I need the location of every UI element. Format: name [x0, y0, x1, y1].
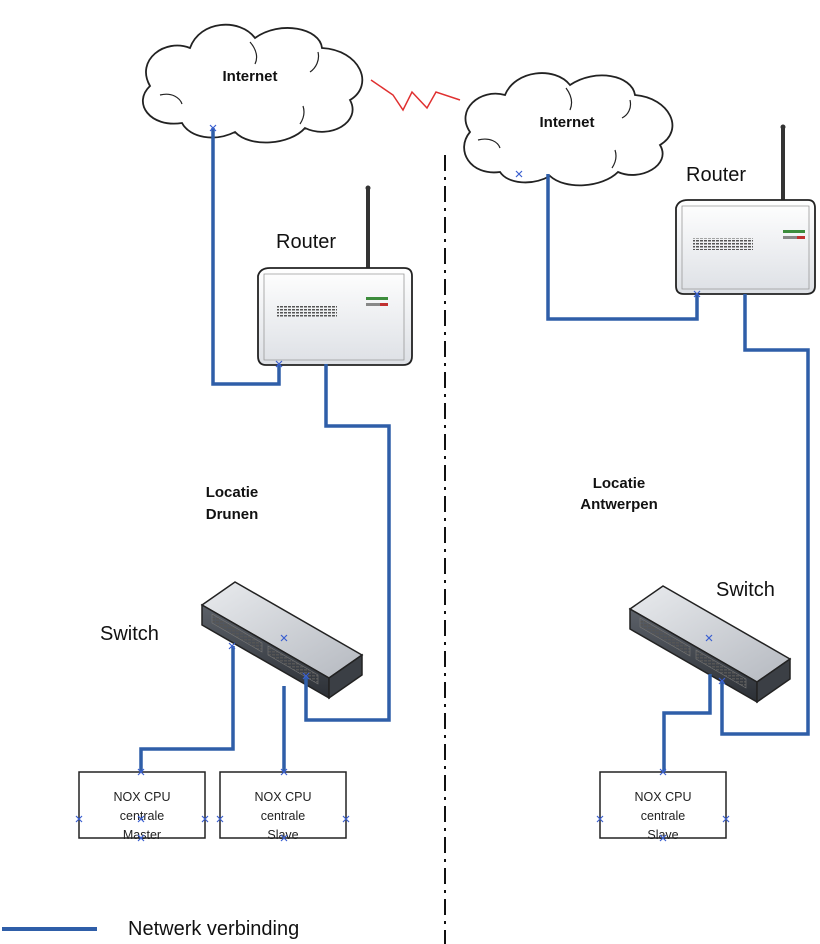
drunen-node-slave: NOX CPU centrale Slave [219, 771, 347, 842]
wan-link [370, 79, 461, 112]
antwerpen-router-icon [675, 124, 816, 295]
node-line3: Master [123, 828, 161, 842]
connector-marker [137, 815, 145, 823]
cable-cloud-router [546, 174, 699, 321]
antwerpen-node-slave: NOX CPU centrale Slave [599, 771, 727, 842]
drunen-site: Internet Router Locatie Drunen Switch [78, 23, 413, 842]
antwerpen-cloud-label: Internet [539, 114, 594, 131]
connector-marker [659, 834, 667, 842]
node-line1: NOX CPU [255, 790, 312, 804]
node-line2: centrale [120, 809, 165, 823]
node-line1: NOX CPU [114, 790, 171, 804]
drunen-network-cables [139, 128, 391, 772]
connector-marker [137, 834, 145, 842]
node-line1: NOX CPU [635, 790, 692, 804]
connector-marker [275, 360, 283, 368]
connector-marker [515, 170, 523, 178]
connector-marker [280, 634, 288, 642]
antwerpen-switch-icon [628, 585, 792, 704]
connector-marker [228, 642, 236, 650]
connector-marker [137, 768, 145, 776]
legend-label: Netwerk verbinding [128, 918, 299, 940]
connector-marker [718, 677, 726, 685]
cable-switch-master [139, 646, 235, 772]
antwerpen-location-line2: Antwerpen [580, 496, 658, 513]
drunen-node-master: NOX CPU centrale Master [78, 771, 206, 842]
connector-marker [302, 672, 310, 680]
drunen-location-line1: Locatie [206, 484, 259, 501]
connector-marker [342, 815, 350, 823]
node-line2: centrale [641, 809, 686, 823]
connector-marker [280, 768, 288, 776]
antwerpen-site: Internet Router Locatie Antwerpen Switch [463, 72, 816, 842]
connector-markers [75, 124, 730, 842]
antwerpen-location-line1: Locatie [593, 475, 646, 492]
connector-marker [216, 815, 224, 823]
connector-marker [659, 768, 667, 776]
cable-switch-slave [662, 674, 712, 772]
antwerpen-network-cables [546, 174, 810, 772]
drunen-location-line2: Drunen [206, 506, 259, 523]
drunen-router-label: Router [276, 231, 336, 253]
node-line2: centrale [261, 809, 306, 823]
cable-router-switch [720, 294, 810, 736]
legend: Netwerk verbinding [2, 918, 299, 940]
connector-marker [705, 634, 713, 642]
connector-marker [596, 815, 604, 823]
node-line3: Slave [267, 828, 298, 842]
node-line3: Slave [647, 828, 678, 842]
drunen-cloud-label: Internet [222, 68, 277, 85]
connector-marker [280, 834, 288, 842]
antwerpen-router-label: Router [686, 164, 746, 186]
antwerpen-internet-cloud-icon: Internet [463, 72, 674, 187]
connector-marker [75, 815, 83, 823]
antwerpen-switch-label: Switch [716, 579, 775, 601]
connector-marker [201, 815, 209, 823]
drunen-internet-cloud-icon: Internet [142, 23, 364, 144]
drunen-switch-label: Switch [100, 623, 159, 645]
cable-router-switch [304, 364, 391, 722]
connector-marker [693, 290, 701, 298]
drunen-router-icon [257, 185, 413, 366]
cable-cloud-router [211, 128, 281, 386]
connector-marker [209, 124, 217, 132]
connector-marker [722, 815, 730, 823]
drunen-switch-icon [200, 581, 364, 700]
